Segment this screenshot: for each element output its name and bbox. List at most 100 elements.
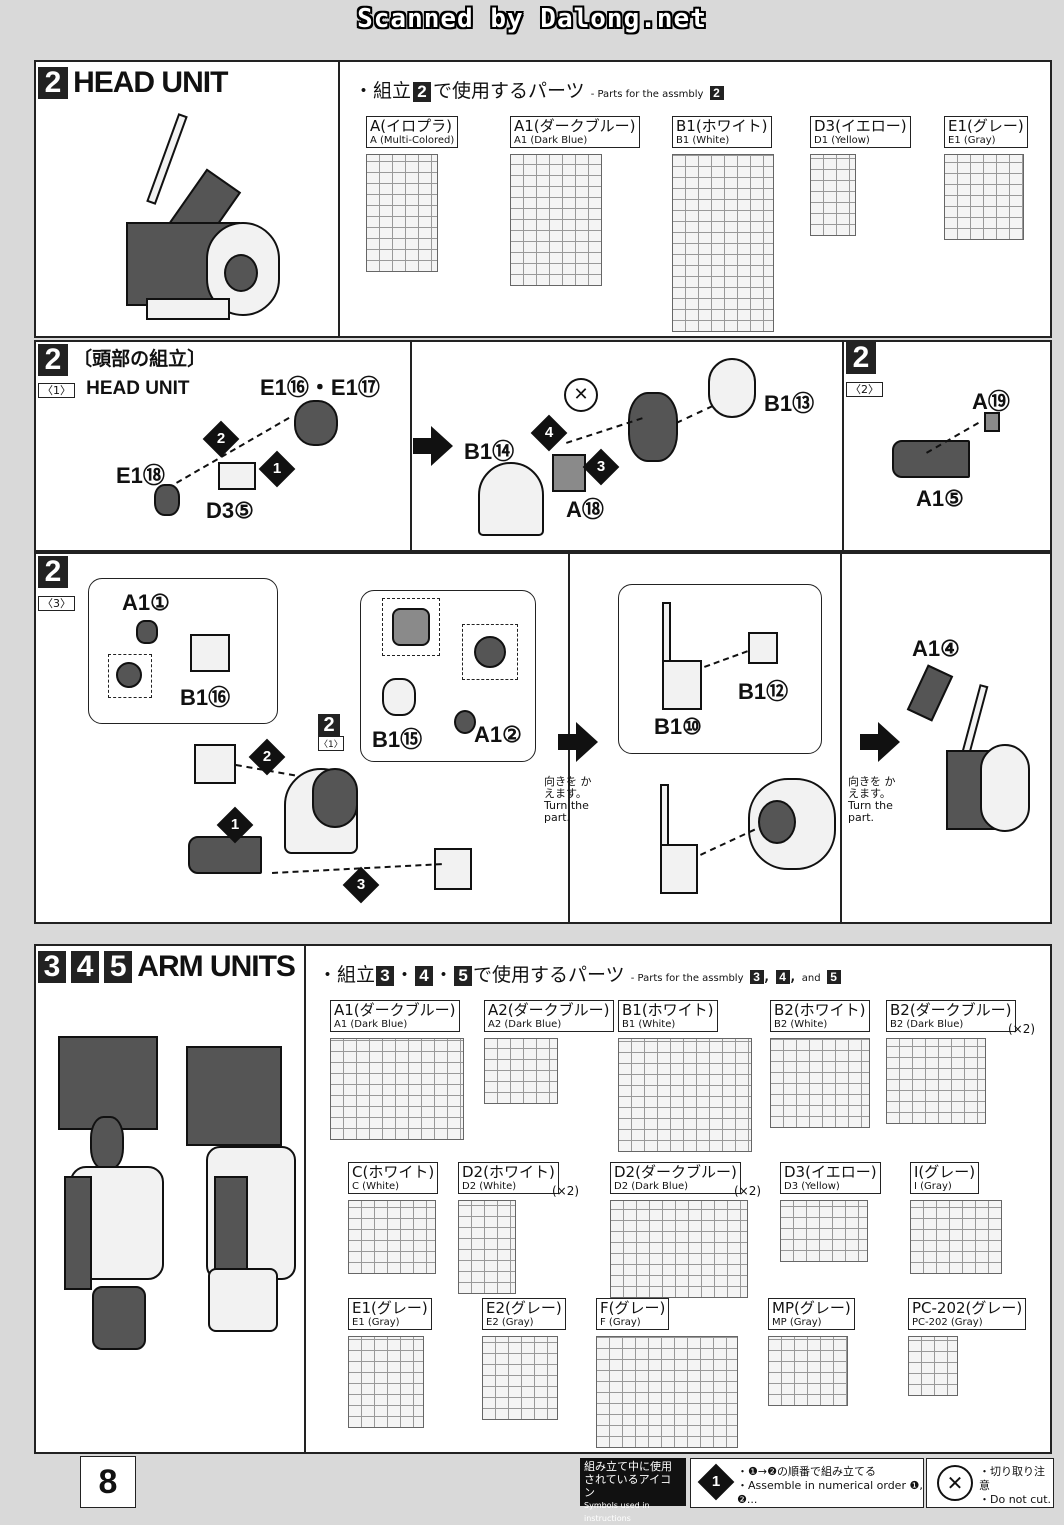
runner-label: D2(ホワイト)D2 (White) [458, 1162, 559, 1194]
flow-arrow-icon [413, 426, 453, 466]
sprue-diagram [672, 154, 774, 332]
sprue-diagram [768, 1336, 848, 1406]
no-cut-icon: ✕ [564, 378, 598, 412]
runner-name-jp: D2(ダークブルー) [614, 1163, 737, 1181]
label-b1-13: B1⑬ [764, 391, 815, 416]
runner-name-jp: MP(グレー) [772, 1299, 851, 1317]
runner-0: A1(ダークブルー)A1 (Dark Blue) [330, 1000, 464, 1140]
flow-arrow-icon [860, 722, 900, 762]
sprue-diagram [458, 1200, 516, 1294]
runner-8: D3(イエロー)D3 (Yellow) [780, 1162, 881, 1262]
runner-name-jp: D2(ホワイト) [462, 1163, 555, 1181]
label-a1-2: A1② [474, 722, 522, 747]
part-a-19 [984, 412, 1000, 432]
label-a1-4: A1④ [912, 636, 960, 661]
runner-1: A2(ダークブルー)A2 (Dark Blue) [484, 1000, 614, 1104]
label-b1-15: B1⑮ [372, 727, 423, 752]
flow-arrow-icon [558, 722, 598, 762]
scan-credit: Scanned by Dalong.net [357, 4, 707, 34]
label-e1-16-17: E1⑯・E1⑰ [260, 375, 380, 400]
runner-name-en: F (Gray) [600, 1317, 641, 1328]
runner-name-en: B2 (Dark Blue) [890, 1019, 964, 1030]
label-b1-10: B1⑩ [654, 714, 702, 739]
part-b1-14 [478, 462, 544, 536]
sprue-diagram [482, 1336, 558, 1420]
runner-multiplier: (×2) [1008, 1022, 1036, 1036]
label-d3-5: D3⑤ [206, 498, 254, 523]
sprue-diagram [944, 154, 1024, 240]
runner-label: B2(ダークブルー)B2 (Dark Blue) [886, 1000, 1016, 1032]
runner-6: D2(ホワイト)D2 (White)(×2) [458, 1162, 579, 1294]
arm-illustration-right [186, 1046, 306, 1336]
runner-label: B1(ホワイト)B1 (White) [672, 116, 772, 148]
head-illustration [116, 112, 296, 322]
cut-legend: ✕ ・切り取り注意 ・Do not cut. [926, 1458, 1054, 1508]
runner-name-en: A1 (Dark Blue) [334, 1019, 408, 1030]
runner-name-en: D2 (Dark Blue) [614, 1181, 689, 1192]
runner-name-jp: PC-202(グレー) [912, 1299, 1023, 1317]
head-assembly-panel-1: 2 〔頭部の組立〕 〈1〉 HEAD UNIT E1⑯・E1⑰ E1⑱ D3⑤ … [34, 340, 1052, 552]
runner-label: B2(ホワイト)B2 (White) [770, 1000, 870, 1032]
label-a-19: A⑲ [972, 389, 1010, 414]
runner-13: MP(グレー)MP (Gray) [768, 1298, 855, 1406]
sprue-diagram [618, 1038, 752, 1152]
runner-name-en: E2 (Gray) [486, 1317, 534, 1328]
sub-step-2-tag: 〈2〉 [846, 382, 883, 397]
runner-name-jp: D3(イエロー) [784, 1163, 877, 1181]
runner-label: I(グレー)I (Gray) [910, 1162, 980, 1194]
page-number: 8 [80, 1456, 136, 1508]
order-2-icon: 2 [202, 420, 240, 458]
runner-name-jp: D3(イエロー) [814, 117, 907, 135]
runner-multiplier: (×2) [734, 1184, 762, 1198]
runner-name-en: A2 (Dark Blue) [488, 1019, 562, 1030]
sprue-diagram [366, 154, 438, 272]
sub-step-3-tag: 〈3〉 [38, 596, 75, 611]
section-title: HEAD UNIT [73, 66, 228, 99]
runner-name-en: B1 (White) [622, 1019, 676, 1030]
runner-7: D2(ダークブルー)D2 (Dark Blue)(×2) [610, 1162, 761, 1298]
runner-label: PC-202(グレー)PC-202 (Gray) [908, 1298, 1027, 1330]
runner-name-jp: B1(ホワイト) [622, 1001, 714, 1019]
sprue-diagram [910, 1200, 1002, 1274]
turn-note: 向きを かえます。 Turn the part. [544, 775, 592, 824]
runner-label: MP(グレー)MP (Gray) [768, 1298, 855, 1330]
part-a-18 [552, 454, 586, 492]
runner-name-jp: B2(ホワイト) [774, 1001, 866, 1019]
runner-5: C(ホワイト)C (White) [348, 1162, 439, 1274]
part-b1-13 [708, 358, 756, 418]
label-a1-1: A1① [122, 590, 170, 615]
runner-name-jp: E2(グレー) [486, 1299, 562, 1317]
runner-11: E2(グレー)E2 (Gray) [482, 1298, 566, 1420]
runner-label: D2(ダークブルー)D2 (Dark Blue) [610, 1162, 741, 1194]
head-assembly-panel-3: 2 〈3〉 A1① B1⑯ 2 1 3 2 〈1〉 B1⑮ A1② 向きを かえ… [34, 552, 1052, 924]
label-b1-16: B1⑯ [180, 685, 231, 710]
sprue-diagram [770, 1038, 870, 1128]
runner-name-jp: B2(ダークブルー) [890, 1001, 1012, 1019]
runner-label: D3(イエロー)D1 (Yellow) [810, 116, 911, 148]
turn-note: 向きを かえます。 Turn the part. [848, 775, 896, 824]
runner-name-en: I (Gray) [914, 1181, 952, 1192]
head-core-part [628, 392, 678, 462]
sprue-diagram [330, 1038, 464, 1140]
runner-multiplier: (×2) [552, 1184, 580, 1198]
sprue-diagram [510, 154, 602, 286]
sub-step-1-header: 2 〔頭部の組立〕 [38, 344, 206, 376]
runner-4: B2(ダークブルー)B2 (Dark Blue)(×2) [886, 1000, 1035, 1124]
sub-step-1-tag: 〈1〉 [38, 383, 75, 398]
runner-10: E1(グレー)E1 (Gray) [348, 1298, 432, 1428]
head-unit-title: 2 HEAD UNIT [38, 66, 228, 100]
runner-9: I(グレー)I (Gray) [910, 1162, 1002, 1274]
runner-label: E2(グレー)E2 (Gray) [482, 1298, 566, 1330]
label-e1-18: E1⑱ [116, 463, 165, 488]
runner-name-jp: A2(ダークブルー) [488, 1001, 610, 1019]
sprue-diagram [348, 1336, 424, 1428]
label-a1-5: A1⑤ [916, 486, 964, 511]
order-4-icon: 4 [530, 414, 568, 452]
runner-name-en: B1 (White) [676, 135, 730, 146]
runner-3: D3(イエロー)D1 (Yellow) [810, 116, 911, 236]
sprue-diagram [780, 1200, 868, 1262]
runner-label: F(グレー)F (Gray) [596, 1298, 670, 1330]
